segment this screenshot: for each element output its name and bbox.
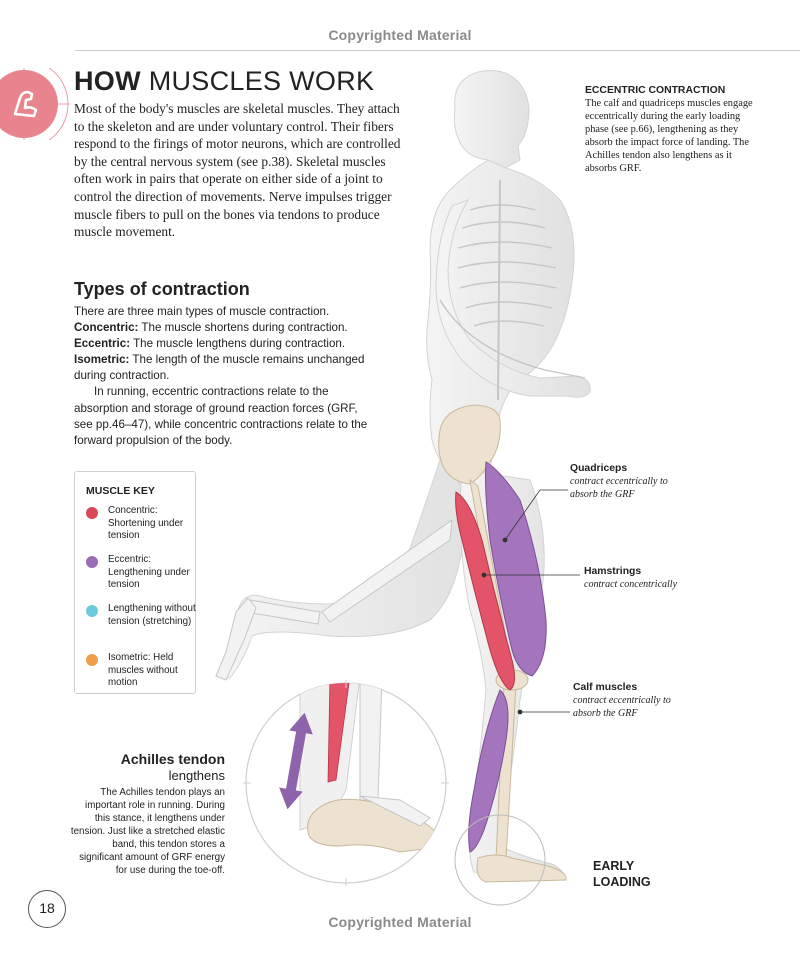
hamstrings-muscle bbox=[455, 491, 516, 691]
quadriceps-note: contract eccentrically to absorb the GRF bbox=[570, 476, 668, 500]
types-body: There are three main types of muscle con… bbox=[74, 304, 374, 449]
flexed-arm-icon bbox=[13, 90, 38, 118]
foot-bones bbox=[476, 854, 567, 883]
calf-muscles-label: Calf muscles bbox=[573, 682, 638, 693]
hamstrings-label: Hamstrings bbox=[584, 566, 642, 577]
concentric-definition: Concentric: The muscle shortens during c… bbox=[74, 320, 374, 336]
quadriceps-muscle bbox=[485, 461, 547, 677]
eccentric-contraction-text: The calf and quadriceps muscles engage e… bbox=[585, 98, 753, 174]
leader-lines bbox=[481, 489, 580, 715]
double-arrow-icon bbox=[279, 712, 313, 810]
phase-label: EARLY LOADING bbox=[593, 859, 651, 889]
isometric-term: Isometric: bbox=[74, 353, 130, 367]
key-label-stretching: Lengthening without tension (stretching) bbox=[108, 603, 196, 627]
eccentric-term: Eccentric: bbox=[74, 337, 131, 351]
page-title-rest: MUSCLES WORK bbox=[140, 66, 375, 96]
achilles-subtitle: lengthens bbox=[168, 768, 225, 783]
key-dot-stretching bbox=[86, 605, 98, 617]
achilles-text: The Achilles tendon plays an important r… bbox=[70, 787, 225, 876]
key-dot-eccentric bbox=[86, 556, 98, 568]
page-number-circle bbox=[28, 890, 66, 928]
intro-paragraph: Most of the body's muscles are skeletal … bbox=[74, 101, 401, 240]
page-title: HOW MUSCLES WORK bbox=[74, 66, 374, 97]
types-lead: There are three main types of muscle con… bbox=[74, 305, 330, 318]
quadriceps-label: Quadriceps bbox=[570, 463, 628, 474]
isometric-def: The length of the muscle remains unchang… bbox=[74, 353, 365, 383]
achilles-title: Achilles tendon bbox=[120, 751, 225, 767]
pelvis-bone bbox=[438, 404, 501, 485]
concentric-def: The muscle shortens during contraction. bbox=[138, 321, 348, 335]
ankle-highlight-circle bbox=[454, 814, 546, 906]
concentric-term: Concentric: bbox=[74, 321, 139, 335]
back-leg-bones bbox=[215, 518, 453, 681]
chapter-tab bbox=[0, 68, 70, 140]
calf-muscle bbox=[468, 689, 509, 853]
calf-muscles-note: contract eccentrically to absorb the GRF bbox=[573, 695, 671, 719]
copyright-header: Copyrighted Material bbox=[328, 27, 472, 43]
key-label-concentric: Concentric: Shortening under tension bbox=[108, 505, 184, 541]
skeleton bbox=[439, 179, 586, 401]
early-loading-label: EARLY LOADING bbox=[593, 858, 663, 890]
key-dot-concentric bbox=[86, 507, 98, 519]
eccentric-contraction-title: ECCENTRIC CONTRACTION bbox=[585, 85, 726, 96]
eccentric-definition: Eccentric: The muscle lengthens during c… bbox=[74, 336, 374, 352]
eccentric-def: The muscle lengthens during contraction. bbox=[130, 337, 346, 351]
header-rule bbox=[75, 50, 800, 51]
running-paragraph: In running, eccentric contractions relat… bbox=[74, 385, 368, 447]
muscle-key-title: MUSCLE KEY bbox=[86, 485, 155, 497]
key-dot-isometric bbox=[86, 654, 98, 666]
copyright-footer: Copyrighted Material bbox=[328, 914, 472, 930]
types-heading: Types of contraction bbox=[74, 279, 250, 299]
circle-ticks bbox=[243, 680, 449, 886]
key-label-eccentric: Eccentric: Lengthening under tension bbox=[108, 554, 190, 590]
muscle-key: MUSCLE KEY Concentric: Shortening under … bbox=[74, 471, 196, 694]
hamstrings-note: contract concentrically bbox=[584, 579, 678, 590]
page-number: 18 bbox=[39, 900, 55, 916]
isometric-definition: Isometric: The length of the muscle rema… bbox=[74, 352, 374, 384]
page-title-bold: HOW bbox=[74, 66, 141, 96]
key-label-isometric: Isometric: Held muscles without motion bbox=[108, 652, 178, 688]
achilles-detail bbox=[243, 680, 449, 886]
